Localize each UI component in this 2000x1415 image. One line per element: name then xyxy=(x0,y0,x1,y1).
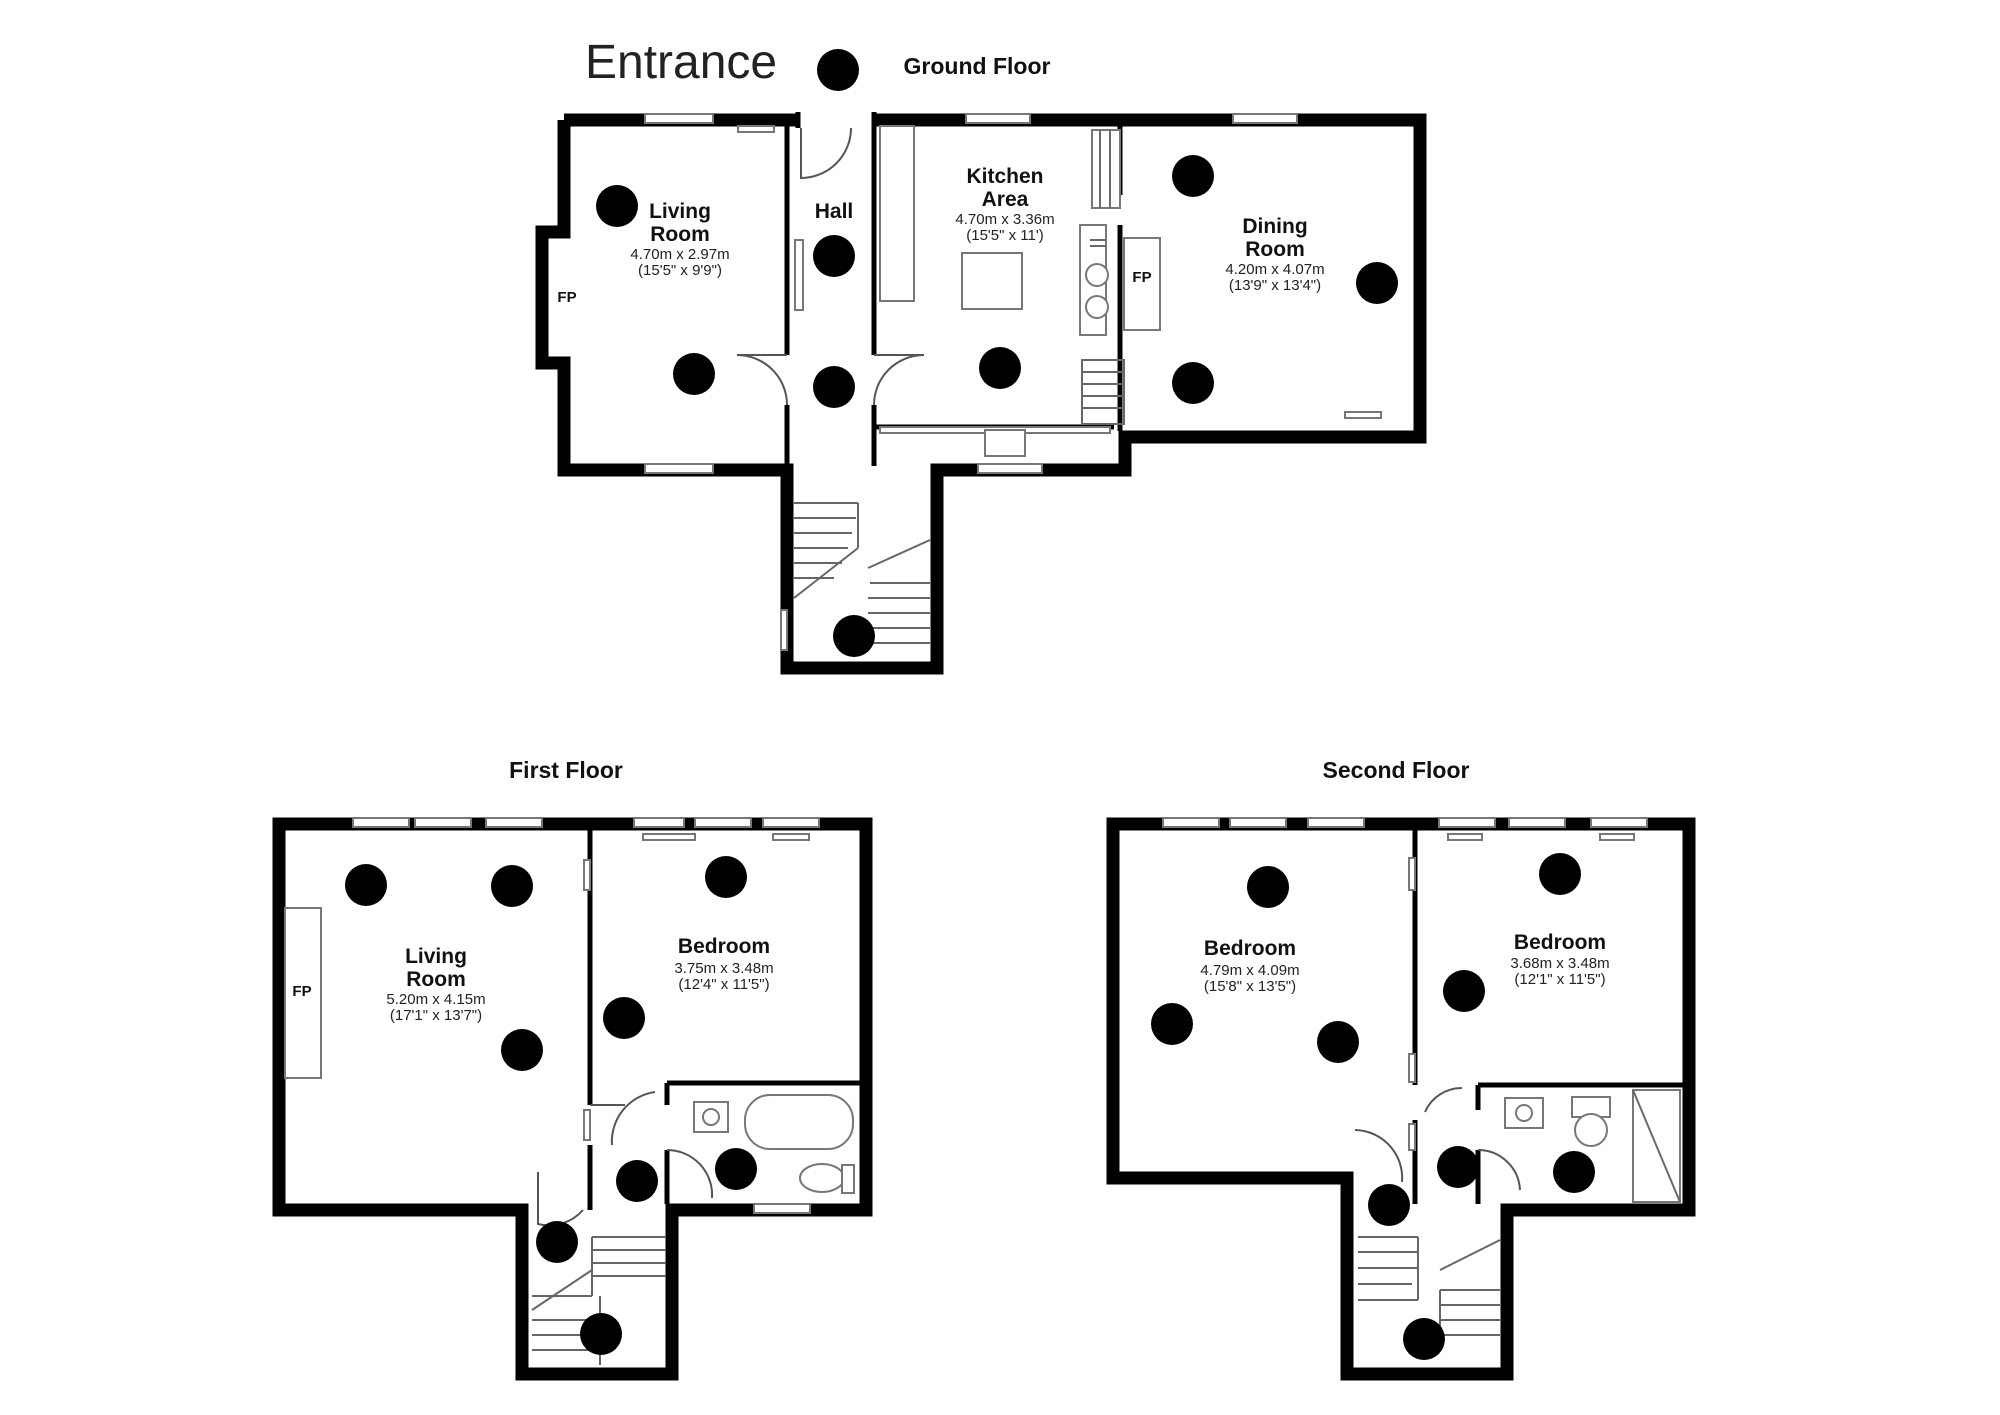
second-floor: Bedroom 4.79m x 4.09m (15'8" x 13'5") Be… xyxy=(1106,817,1696,1381)
first-living-room-dimensions-ft: (17'1" x 13'7") xyxy=(390,1007,482,1024)
ground-dining-room-name: Dining xyxy=(1242,215,1307,238)
first-floor: FP Living Room 5.20m x xyxy=(272,817,873,1381)
second-bedroom-1-name: Bedroom xyxy=(1204,937,1296,960)
second-floor-title: Second Floor xyxy=(1323,757,1470,783)
ground-kitchen-fireplace-label: FP xyxy=(1132,269,1151,286)
first-bedroom-dimensions: 3.75m x 3.48m xyxy=(674,960,773,977)
first-living-room-dimensions: 5.20m x 4.15m xyxy=(386,991,485,1008)
ground-living-fireplace-label: FP xyxy=(557,289,576,306)
ground-living-room-name-2: Room xyxy=(650,223,710,246)
entrance-marker-icon xyxy=(817,49,859,91)
second-bedroom-2-name: Bedroom xyxy=(1514,931,1606,954)
ground-dining-room-name-2: Room xyxy=(1245,238,1305,261)
ground-living-room-dimensions: 4.70m x 2.97m xyxy=(630,246,729,263)
ground-dining-room-dimensions: 4.20m x 4.07m xyxy=(1225,261,1324,278)
first-living-room-name: Living xyxy=(405,945,467,968)
first-fireplace-label: FP xyxy=(292,983,311,1000)
entrance-label: Entrance xyxy=(585,36,777,89)
ground-hall-name: Hall xyxy=(815,200,854,223)
ground-kitchen-name-2: Area xyxy=(982,188,1029,211)
second-bedroom-2-dimensions-ft: (12'1" x 11'5") xyxy=(1514,971,1605,988)
first-floor-title: First Floor xyxy=(509,757,623,783)
second-bedroom-1-dimensions: 4.79m x 4.09m xyxy=(1200,962,1299,979)
ground-living-room-dimensions-ft: (15'5" x 9'9") xyxy=(638,262,722,279)
ground-living-room-name: Living xyxy=(649,200,711,223)
ground-dining-room-dimensions-ft: (13'9" x 13'4") xyxy=(1229,277,1321,294)
first-living-room-name-2: Room xyxy=(406,968,466,991)
second-floor-outer-wall xyxy=(1106,817,1696,1381)
ground-kitchen-dimensions-ft: (15'5" x 11') xyxy=(966,227,1043,244)
first-bedroom-dimensions-ft: (12'4" x 11'5") xyxy=(678,976,769,993)
first-floor-outer-wall xyxy=(272,817,873,1381)
ground-floor-title: Ground Floor xyxy=(904,53,1051,79)
second-bedroom-1-dimensions-ft: (15'8" x 13'5") xyxy=(1204,978,1296,995)
ground-floor: Living Room 4.70m x 2.97m (15'5" x 9'9")… xyxy=(535,112,1427,675)
ground-kitchen-dimensions: 4.70m x 3.36m xyxy=(955,211,1054,228)
first-bedroom-name: Bedroom xyxy=(678,935,770,958)
second-bedroom-2-dimensions: 3.68m x 3.48m xyxy=(1510,955,1609,972)
ground-kitchen-name: Kitchen xyxy=(966,165,1043,188)
